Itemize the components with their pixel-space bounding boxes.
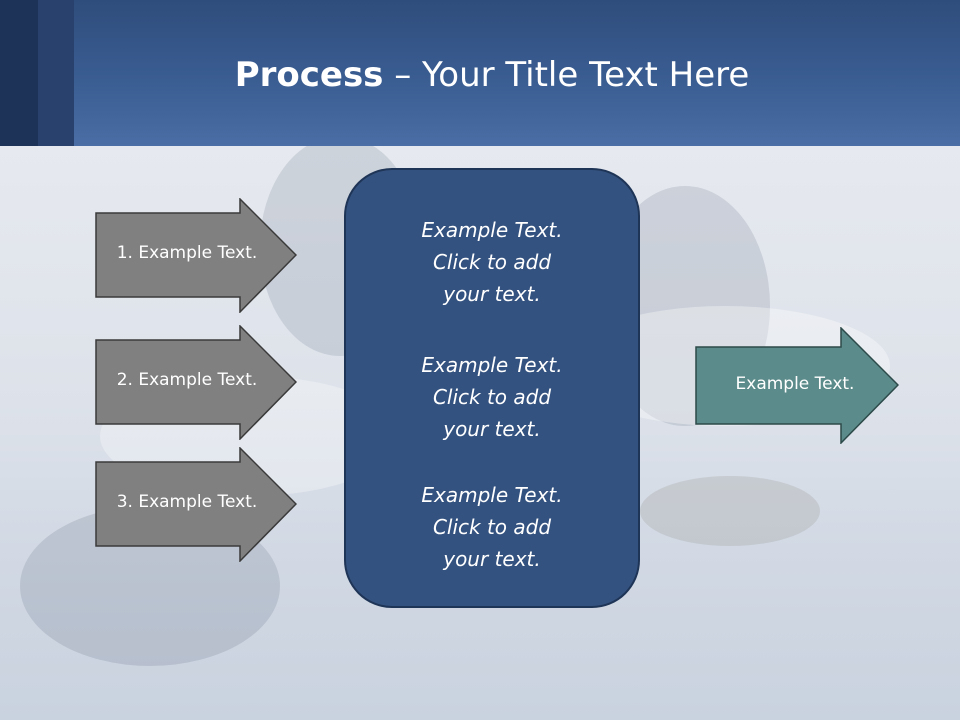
center-text-block-1[interactable]: Example Text. Click to add your text.: [346, 214, 638, 310]
center-line: your text.: [443, 282, 541, 306]
step-arrow-2[interactable]: 2. Example Text.: [95, 325, 297, 440]
arrow-shape: [695, 327, 899, 444]
step-label: 1. Example Text.: [116, 243, 258, 263]
result-label: Example Text.: [735, 374, 855, 394]
result-arrow[interactable]: Example Text.: [695, 327, 899, 444]
center-line: Click to add: [432, 385, 552, 409]
step-label: 2. Example Text.: [116, 370, 258, 390]
step-label: 3. Example Text.: [116, 492, 258, 512]
step-arrow-3[interactable]: 3. Example Text.: [95, 447, 297, 562]
arrow-shape: [95, 198, 297, 313]
center-line: your text.: [443, 547, 541, 571]
center-line: Example Text.: [421, 218, 563, 242]
step-arrow-1[interactable]: 1. Example Text.: [95, 198, 297, 313]
center-line: your text.: [443, 417, 541, 441]
photo-shape: [640, 476, 820, 546]
arrow-shape: [95, 325, 297, 440]
page-title: Process – Your Title Text Here: [0, 52, 960, 98]
process-center-box[interactable]: Example Text. Click to add your text. Ex…: [344, 168, 640, 608]
header-accent-block: [38, 0, 74, 146]
center-line: Example Text.: [421, 353, 563, 377]
header-accent-block: [0, 0, 38, 146]
center-line: Example Text.: [421, 483, 563, 507]
title-bold: Process: [234, 55, 384, 95]
center-text-block-2[interactable]: Example Text. Click to add your text.: [346, 349, 638, 445]
arrow-shape: [95, 447, 297, 562]
title-rest: – Your Title Text Here: [383, 55, 750, 95]
center-line: Click to add: [432, 515, 552, 539]
center-text-block-3[interactable]: Example Text. Click to add your text.: [346, 479, 638, 575]
header-band: Process – Your Title Text Here: [0, 0, 960, 146]
center-line: Click to add: [432, 250, 552, 274]
